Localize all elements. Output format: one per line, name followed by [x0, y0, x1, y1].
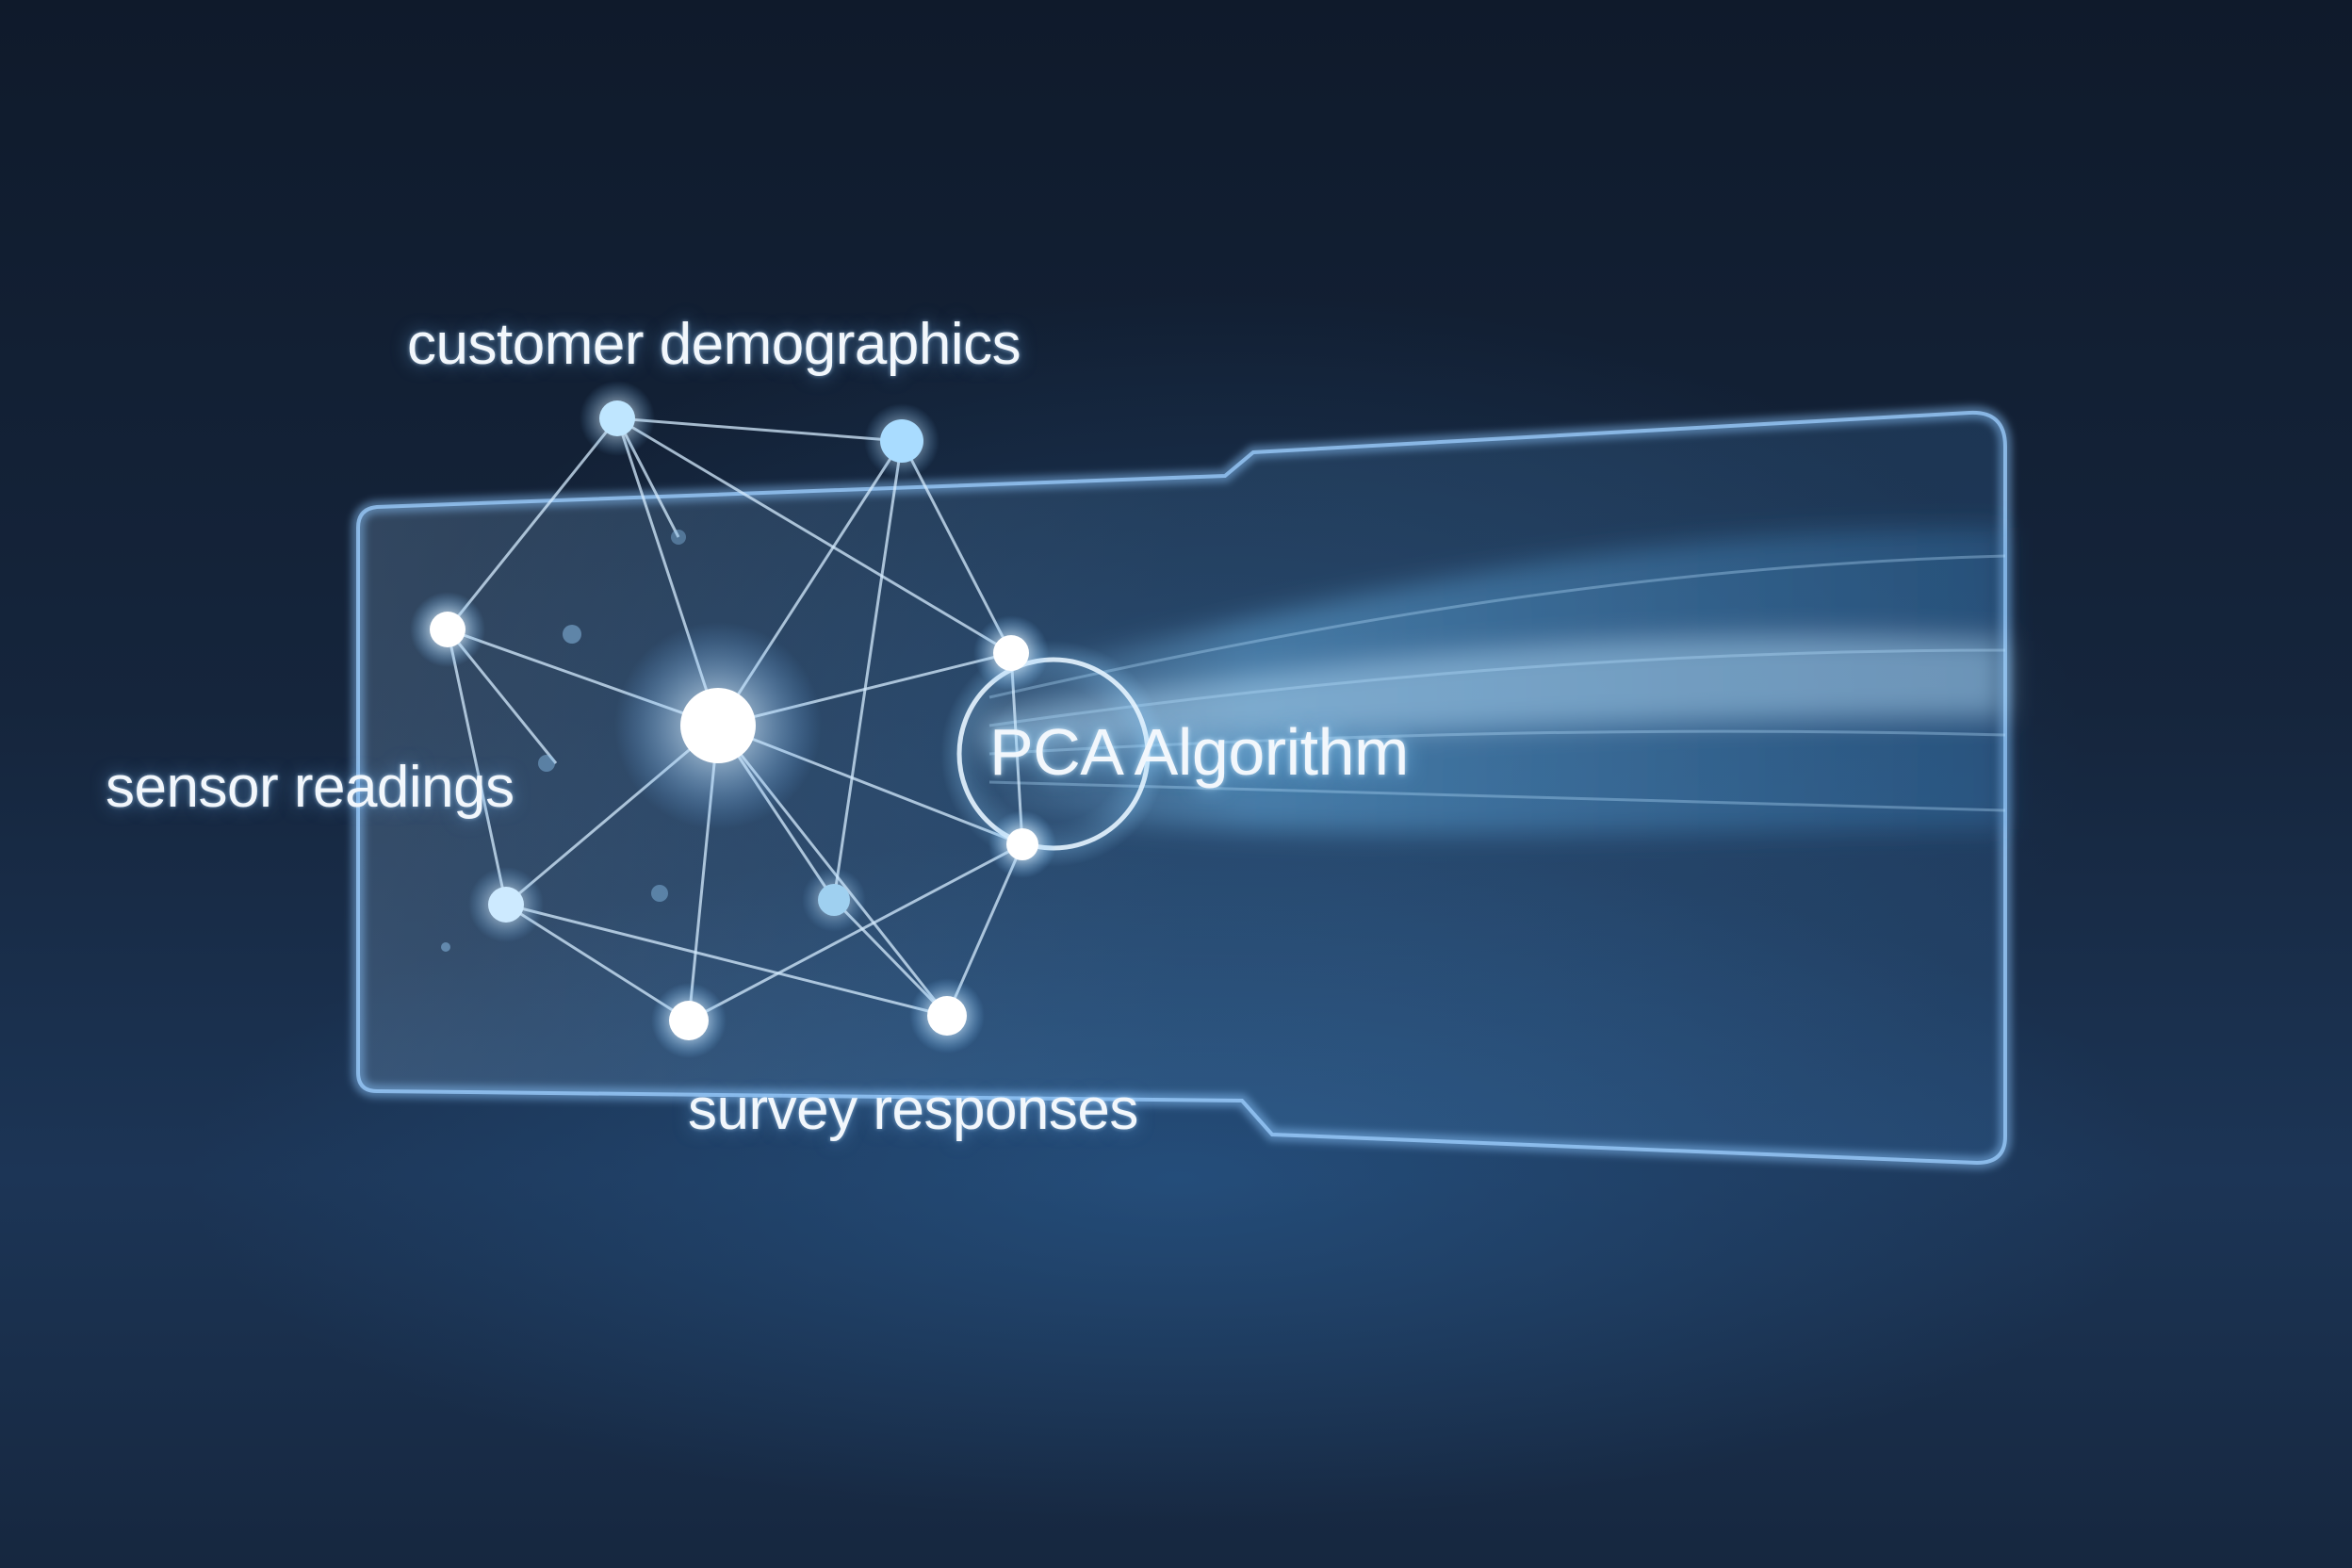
hub-node	[680, 688, 756, 763]
label-customer-demographics: customer demographics	[407, 312, 1021, 377]
node	[599, 400, 635, 436]
label-sensor-readings: sensor readings	[106, 755, 514, 820]
node	[818, 884, 850, 916]
network-nodes	[410, 381, 1056, 1058]
label-pca-algorithm: PCA Algorithm	[989, 715, 1409, 789]
node	[430, 612, 466, 647]
faint-node	[671, 530, 686, 545]
faint-node	[441, 942, 450, 952]
pca-ring-glow	[940, 641, 1167, 867]
label-survey-responses: survey responses	[688, 1077, 1138, 1142]
node	[488, 887, 524, 923]
node	[669, 1001, 709, 1040]
node	[993, 635, 1029, 671]
faint-node	[651, 885, 668, 902]
data-stream	[980, 528, 2005, 834]
glass-panel-glow	[351, 405, 2012, 1170]
faint-node	[563, 625, 581, 644]
node	[880, 419, 923, 463]
node	[927, 996, 967, 1036]
faint-node	[538, 755, 555, 772]
node	[1006, 828, 1038, 860]
